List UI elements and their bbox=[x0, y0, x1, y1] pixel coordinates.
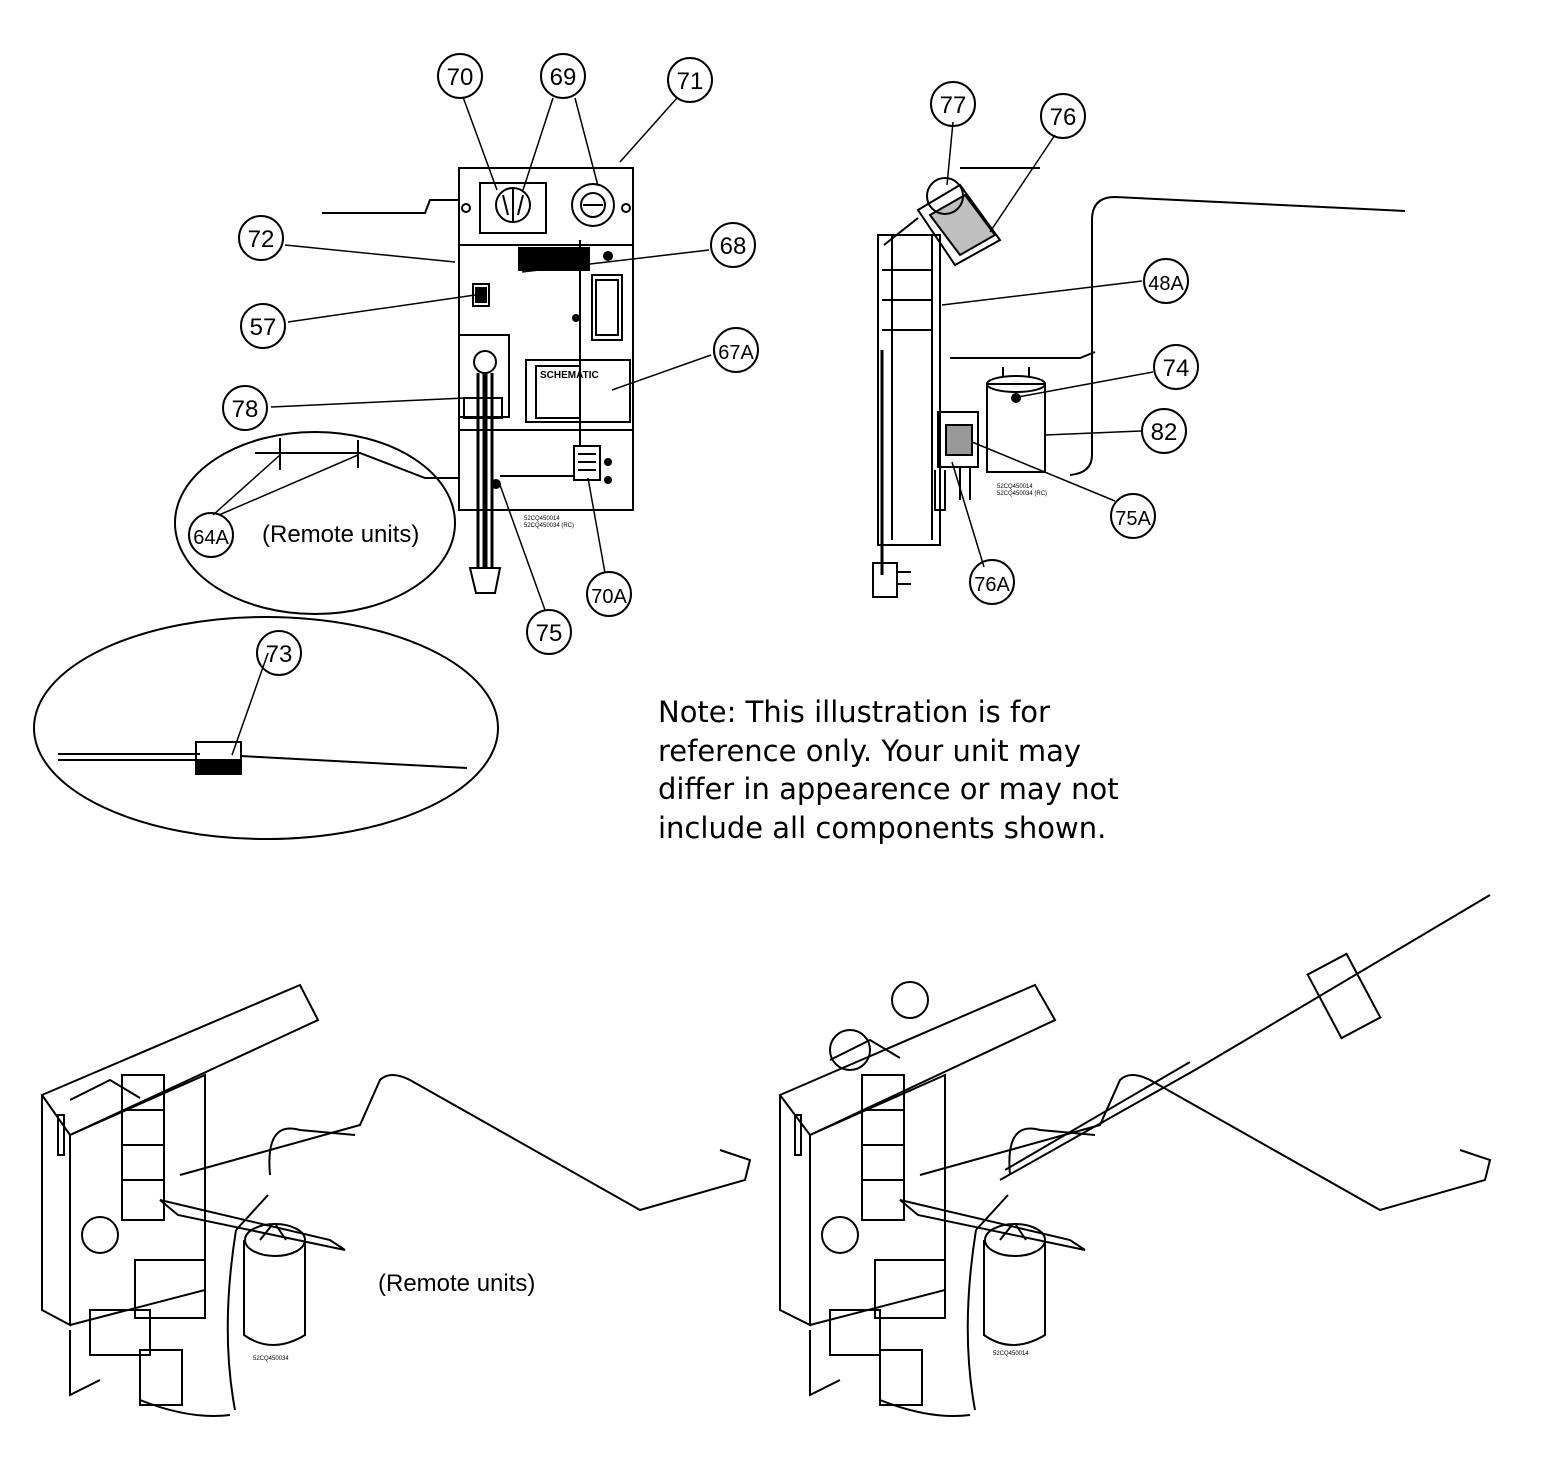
callout-circle-67A bbox=[713, 327, 759, 373]
callout-72: 72 bbox=[248, 226, 275, 253]
callout-48A: 48A bbox=[1148, 273, 1184, 295]
schematic-label: SCHEMATIC bbox=[540, 370, 599, 381]
callout-circles bbox=[188, 53, 1199, 676]
side-code-2: 52CQ450034 (RC) bbox=[997, 491, 1047, 497]
callout-circle-73 bbox=[256, 630, 302, 676]
callout-78: 78 bbox=[232, 396, 259, 423]
callout-circle-70A bbox=[586, 571, 632, 617]
leader-lines bbox=[212, 96, 1154, 756]
iso-left-code: 52CQ450034 bbox=[253, 1356, 289, 1362]
sensor-bulb-detail bbox=[33, 616, 499, 840]
callout-70A: 70A bbox=[591, 586, 627, 608]
front-code-1: 52CQ450014 bbox=[524, 516, 560, 522]
side-code-1: 52CQ450014 bbox=[997, 484, 1033, 490]
callout-57: 57 bbox=[250, 314, 277, 341]
callout-circle-75 bbox=[526, 609, 572, 655]
callout-70: 70 bbox=[447, 64, 474, 91]
note-line-4: include all components shown. bbox=[658, 810, 1107, 845]
callout-77: 77 bbox=[940, 92, 967, 119]
callout-circle-48A bbox=[1143, 258, 1189, 304]
callout-circle-64A bbox=[188, 512, 234, 558]
callout-circle-68 bbox=[710, 222, 756, 268]
isometric-view-remote-unit bbox=[40, 983, 752, 1417]
callout-64A: 64A bbox=[193, 527, 229, 549]
callout-82: 82 bbox=[1151, 419, 1178, 446]
callout-73: 73 bbox=[266, 641, 293, 668]
callout-circle-70 bbox=[437, 53, 483, 99]
panel-labels: SCHEMATIC 52CQ450014 52CQ450034 (RC) 52C… bbox=[253, 370, 1047, 1362]
callout-circle-78 bbox=[222, 385, 268, 431]
remote-units-ellipse-top bbox=[174, 431, 456, 615]
callout-circle-75A bbox=[1110, 493, 1156, 539]
remote-units-caption-top: (Remote units) bbox=[262, 521, 420, 548]
note-line-1: Note: This illustration is for bbox=[658, 695, 1050, 729]
callout-circle-76 bbox=[1040, 93, 1086, 139]
callout-69: 69 bbox=[550, 64, 577, 91]
note-line-2: reference only. Your unit may bbox=[658, 733, 1082, 768]
callout-68: 68 bbox=[720, 233, 747, 260]
callout-76: 76 bbox=[1050, 104, 1077, 131]
iso-right-code: 52CQ450014 bbox=[993, 1351, 1029, 1357]
reference-note: Note: This illustration is for reference… bbox=[658, 693, 1178, 847]
callout-76A: 76A bbox=[974, 574, 1010, 596]
isometric-view-standard-unit bbox=[778, 894, 1492, 1417]
side-view-control-assembly bbox=[872, 167, 1406, 598]
callout-circle-72 bbox=[238, 215, 284, 261]
callout-circle-71 bbox=[667, 57, 713, 103]
remote-units-caption-bottom: (Remote units) bbox=[378, 1270, 536, 1297]
callout-74: 74 bbox=[1163, 355, 1190, 382]
callout-circle-77 bbox=[930, 81, 976, 127]
callout-circle-74 bbox=[1153, 344, 1199, 390]
front-code-2: 52CQ450034 (RC) bbox=[524, 523, 574, 529]
callout-circle-69 bbox=[540, 53, 586, 99]
note-line-3: differ in appearence or may not bbox=[658, 772, 1119, 806]
callout-circle-57 bbox=[240, 303, 286, 349]
callout-75A: 75A bbox=[1115, 508, 1151, 530]
front-view-control-box bbox=[255, 167, 634, 594]
callout-circle-76A bbox=[969, 559, 1015, 605]
callout-labels: 70 69 71 72 68 57 67A 78 64A 73 75 70A 7… bbox=[193, 64, 1189, 668]
callout-71: 71 bbox=[677, 68, 704, 95]
callout-67A: 67A bbox=[718, 342, 754, 364]
callout-75: 75 bbox=[536, 620, 563, 647]
callout-circle-82 bbox=[1141, 408, 1187, 454]
